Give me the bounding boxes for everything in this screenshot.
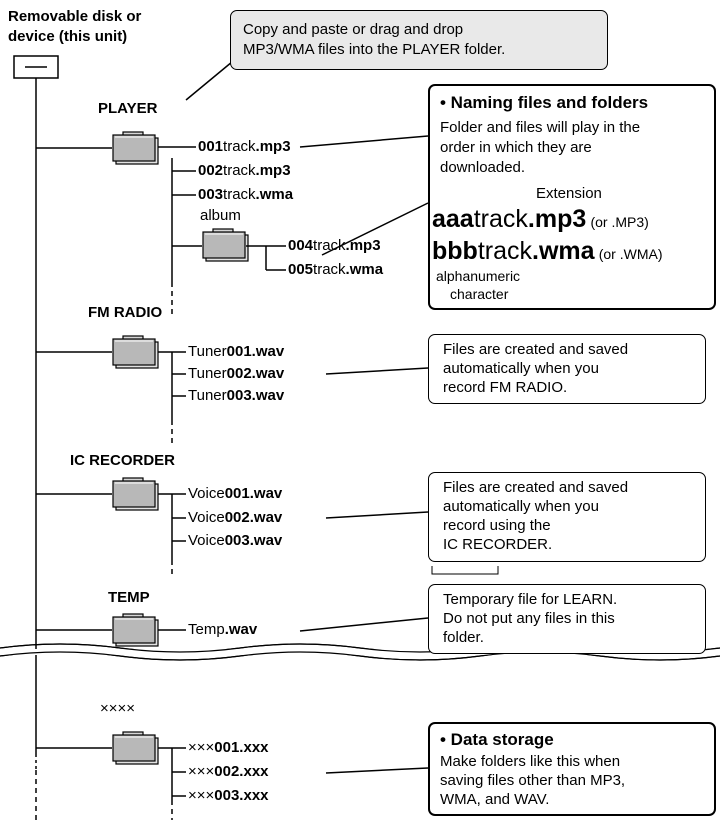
root-label-line2: device (this unit)	[8, 28, 128, 45]
fm-note-line3: record FM RADIO.	[443, 379, 568, 396]
ic-note-line1: Files are created and saved	[443, 479, 629, 496]
temp-callout: Temporary file for LEARN. Do not put any…	[428, 584, 706, 654]
file-custom-3: ×××003.xxx	[188, 787, 269, 804]
folder-label-fm-radio: FM RADIO	[88, 304, 163, 321]
naming-line3: downloaded.	[440, 159, 526, 176]
data-storage-line1: Make folders like this when	[440, 753, 621, 770]
file-player-1: 001track.mp3	[198, 138, 291, 155]
alnum-line2: character	[450, 286, 509, 302]
file-custom-2: ×××002.xxx	[188, 763, 269, 780]
naming-rules-callout	[428, 84, 716, 310]
file-custom-1: ×××001.xxx	[188, 739, 269, 756]
file-temp: Temp.wav	[188, 621, 258, 638]
root-label-line1: Removable disk or	[8, 8, 142, 25]
file-player-3: 003track.wma	[198, 186, 294, 203]
file-album-2: 005track.wma	[288, 261, 384, 278]
copy-note-line1: Copy and paste or drag and drop	[243, 21, 464, 38]
file-fm-3: Tuner003.wav	[188, 387, 285, 404]
folder-label-custom: ××××	[100, 700, 136, 717]
folder-label-album: album	[200, 207, 241, 224]
data-storage-line3: WMA, and WAV.	[440, 791, 550, 808]
file-fm-2: Tuner002.wav	[188, 365, 285, 382]
alnum-line1: alphanumeric	[436, 268, 521, 284]
file-player-2: 002track.mp3	[198, 162, 291, 179]
fm-note-line1: Files are created and saved	[443, 341, 629, 358]
naming-line2: order in which they are	[440, 139, 592, 156]
naming-line1: Folder and files will play in the	[440, 119, 641, 136]
naming-example-2: bbbtrack.wma (or .WMA)	[432, 237, 663, 265]
ic-recorder-callout: Files are created and saved automaticall…	[428, 472, 706, 562]
data-storage-title: • Data storage	[440, 730, 554, 749]
data-storage-callout: • Data storage Make folders like this wh…	[428, 722, 716, 816]
extension-label: Extension	[536, 185, 602, 202]
copy-instructions-callout: Copy and paste or drag and drop MP3/WMA …	[230, 10, 608, 70]
folder-label-temp: TEMP	[108, 589, 150, 606]
ic-note-line2: automatically when you	[443, 498, 599, 515]
ic-note-line3: record using the	[443, 517, 551, 534]
fm-radio-callout: Files are created and saved automaticall…	[428, 334, 706, 404]
folder-label-player: PLAYER	[98, 100, 158, 117]
temp-note-line2: Do not put any files in this	[443, 610, 615, 627]
file-ic-3: Voice003.wav	[188, 532, 283, 549]
file-ic-2: Voice002.wav	[188, 509, 283, 526]
ic-note-line4: IC RECORDER.	[443, 536, 553, 553]
file-ic-1: Voice001.wav	[188, 485, 283, 502]
naming-example-1: aaatrack.mp3 (or .MP3)	[432, 205, 649, 233]
file-fm-1: Tuner001.wav	[188, 343, 285, 360]
file-album-1: 004track.mp3	[288, 237, 381, 254]
copy-note-line2: MP3/WMA files into the PLAYER folder.	[243, 41, 506, 58]
data-storage-line2: saving files other than MP3,	[440, 772, 626, 789]
fm-note-line2: automatically when you	[443, 360, 599, 377]
temp-note-line3: folder.	[443, 629, 484, 646]
naming-title: • Naming files and folders	[440, 93, 649, 112]
temp-note-line1: Temporary file for LEARN.	[443, 591, 618, 608]
folder-label-ic-recorder: IC RECORDER	[70, 452, 176, 469]
